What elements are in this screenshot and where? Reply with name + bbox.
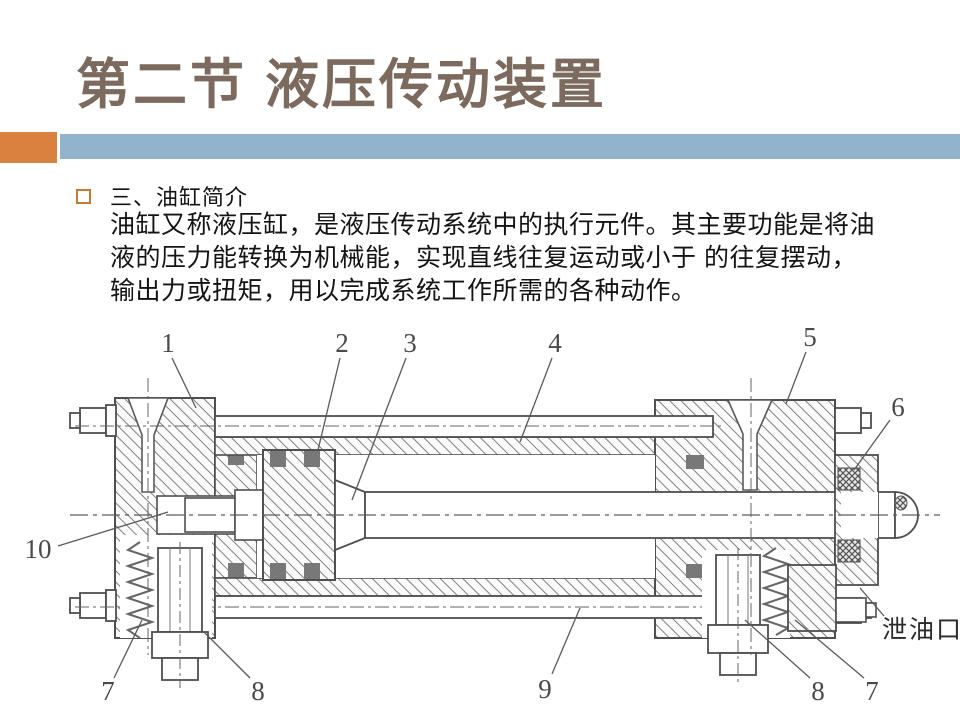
body-text-line: 液的压力能转换为机械能，实现直线往复运动或小于 的往复摆动， bbox=[110, 244, 857, 272]
drain-plug bbox=[835, 597, 867, 623]
part-label-5: 5 bbox=[803, 322, 817, 352]
part-label-3: 3 bbox=[403, 328, 417, 358]
part-label-7-left: 7 bbox=[101, 676, 115, 706]
leader-lines bbox=[57, 351, 891, 679]
part-label-8-right: 8 bbox=[811, 676, 825, 706]
body-text-line: 输出力或扭矩，用以完成系统工作所需的各种动作。 bbox=[110, 277, 697, 305]
part-label-1: 1 bbox=[161, 328, 175, 358]
part-label-10: 10 bbox=[25, 534, 52, 564]
rod-gland bbox=[834, 454, 879, 586]
body-paragraph: 油缸又称液压缸，是液压传动系统中的执行元件。其主要功能是将油 液的压力能转换为机… bbox=[110, 209, 920, 308]
part-label-6: 6 bbox=[891, 392, 905, 422]
cushion-spring-right bbox=[760, 547, 792, 636]
diagram-area: 1 2 3 4 5 6 7 8 9 10 7 8 泄油口 bbox=[0, 320, 960, 720]
accent-orange-block bbox=[0, 132, 57, 163]
accent-blue-bar bbox=[60, 134, 960, 159]
cushion-valve-left bbox=[120, 535, 212, 688]
part-label-2: 2 bbox=[335, 328, 349, 358]
part-label-9: 9 bbox=[538, 674, 552, 704]
body-text-line: 油缸又称液压缸，是液压传动系统中的执行元件。其主要功能是将油 bbox=[110, 211, 876, 239]
cushion-spring-left bbox=[124, 541, 156, 639]
part-labels: 1 2 3 4 5 6 7 8 9 10 7 8 泄油口 bbox=[25, 322, 960, 706]
drain-port-label: 泄油口 bbox=[882, 616, 960, 644]
part-label-7-right: 7 bbox=[865, 676, 879, 706]
part-label-4: 4 bbox=[548, 328, 562, 358]
slide-title: 第二节 液压传动装置 bbox=[76, 55, 608, 115]
hydraulic-cylinder-diagram: 1 2 3 4 5 6 7 8 9 10 7 8 泄油口 bbox=[25, 322, 960, 706]
section-heading: 三、油缸简介 bbox=[110, 185, 249, 210]
part-label-8-left: 8 bbox=[251, 676, 265, 706]
bullet-square-icon bbox=[76, 189, 91, 204]
